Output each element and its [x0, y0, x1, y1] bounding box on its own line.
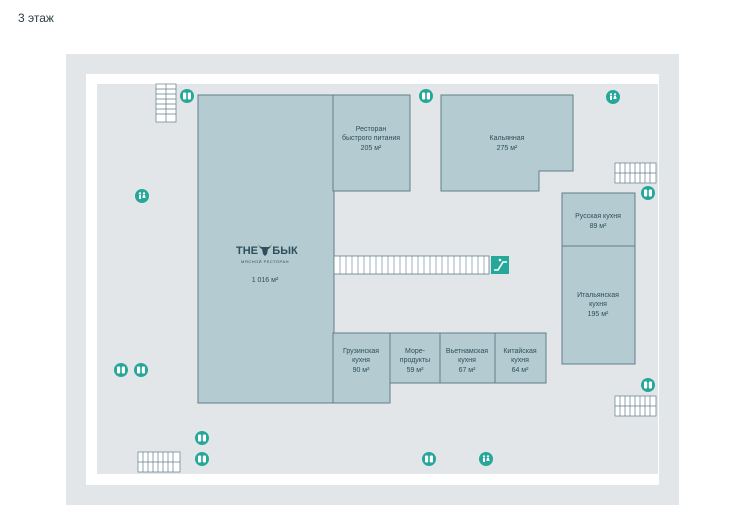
russian-line1: Русская кухня	[575, 213, 621, 220]
elevator-icon[interactable]	[422, 452, 436, 466]
store-seafood[interactable]: Море- продукты 59 м²	[389, 332, 441, 384]
stairs-icon	[137, 451, 181, 473]
chinese-line1: Китайская	[503, 347, 537, 355]
seafood-line2: продукты	[400, 357, 430, 364]
store-vietnamese-cuisine[interactable]: Вьетнамская кухня 67 м²	[439, 332, 496, 384]
chinese-line2: кухня	[511, 357, 529, 364]
stairs-icon	[155, 83, 177, 123]
elevator-icon[interactable]	[195, 431, 209, 445]
vietnamese-line2: кухня	[458, 357, 476, 364]
escalator-icon[interactable]	[491, 256, 509, 274]
store-russian-cuisine[interactable]: Русская кухня 89 м²	[561, 192, 636, 247]
seafood-line1: Море-	[405, 348, 426, 355]
elevator-icon[interactable]	[419, 89, 433, 103]
the-byk-brand-right: БЫК	[272, 245, 298, 257]
escalator-track	[333, 255, 490, 275]
restroom-icon[interactable]	[135, 189, 149, 203]
store-fast-food[interactable]: Ресторан быстрого питания 205 м²	[332, 94, 411, 192]
chinese-area: 64 м²	[512, 367, 530, 374]
fast-food-line2: быстрого питания	[342, 134, 400, 142]
elevator-icon[interactable]	[641, 186, 655, 200]
the-byk-area: 1 016 м²	[252, 277, 279, 284]
restroom-icon[interactable]	[606, 90, 620, 104]
italian-area: 195 м²	[588, 311, 609, 318]
stairs-icon	[614, 162, 657, 184]
store-the-byk[interactable]: THE БЫК МЯСНОЙ РЕСТОРАН 1 016 м²	[197, 94, 335, 404]
georgian-line2: кухня	[352, 357, 370, 364]
elevator-icon[interactable]	[180, 89, 194, 103]
hookah-line1: Кальянная	[490, 135, 525, 142]
georgian-line1: Грузинская	[343, 348, 379, 355]
elevator-icon[interactable]	[114, 363, 128, 377]
the-byk-brand-left: THE	[236, 245, 258, 257]
store-hookah[interactable]: Кальянная 275 м²	[440, 94, 574, 192]
italian-line1: Итальянская	[577, 292, 619, 299]
italian-line2: кухня	[589, 301, 607, 308]
floor-title: 3 этаж	[18, 11, 54, 25]
vietnamese-area: 67 м²	[459, 367, 477, 374]
russian-area: 89 м²	[590, 223, 608, 230]
fast-food-area: 205 м²	[361, 145, 382, 152]
fast-food-line1: Ресторан	[356, 126, 387, 133]
seafood-area: 59 м²	[407, 367, 425, 374]
hookah-area: 275 м²	[497, 145, 518, 152]
elevator-icon[interactable]	[195, 452, 209, 466]
the-byk-subtitle: МЯСНОЙ РЕСТОРАН	[241, 259, 289, 264]
restroom-icon[interactable]	[479, 452, 493, 466]
georgian-area: 90 м²	[353, 367, 371, 374]
store-chinese-cuisine[interactable]: Китайская кухня 64 м²	[494, 332, 547, 384]
elevator-icon[interactable]	[134, 363, 148, 377]
bull-logo-icon	[258, 243, 272, 256]
elevator-icon[interactable]	[641, 378, 655, 392]
stairs-icon	[614, 395, 657, 417]
store-georgian-cuisine[interactable]: Грузинская кухня 90 м²	[332, 332, 391, 404]
vietnamese-line1: Вьетнамская	[446, 348, 488, 355]
store-italian-cuisine[interactable]: Итальянская кухня 195 м²	[561, 245, 636, 365]
